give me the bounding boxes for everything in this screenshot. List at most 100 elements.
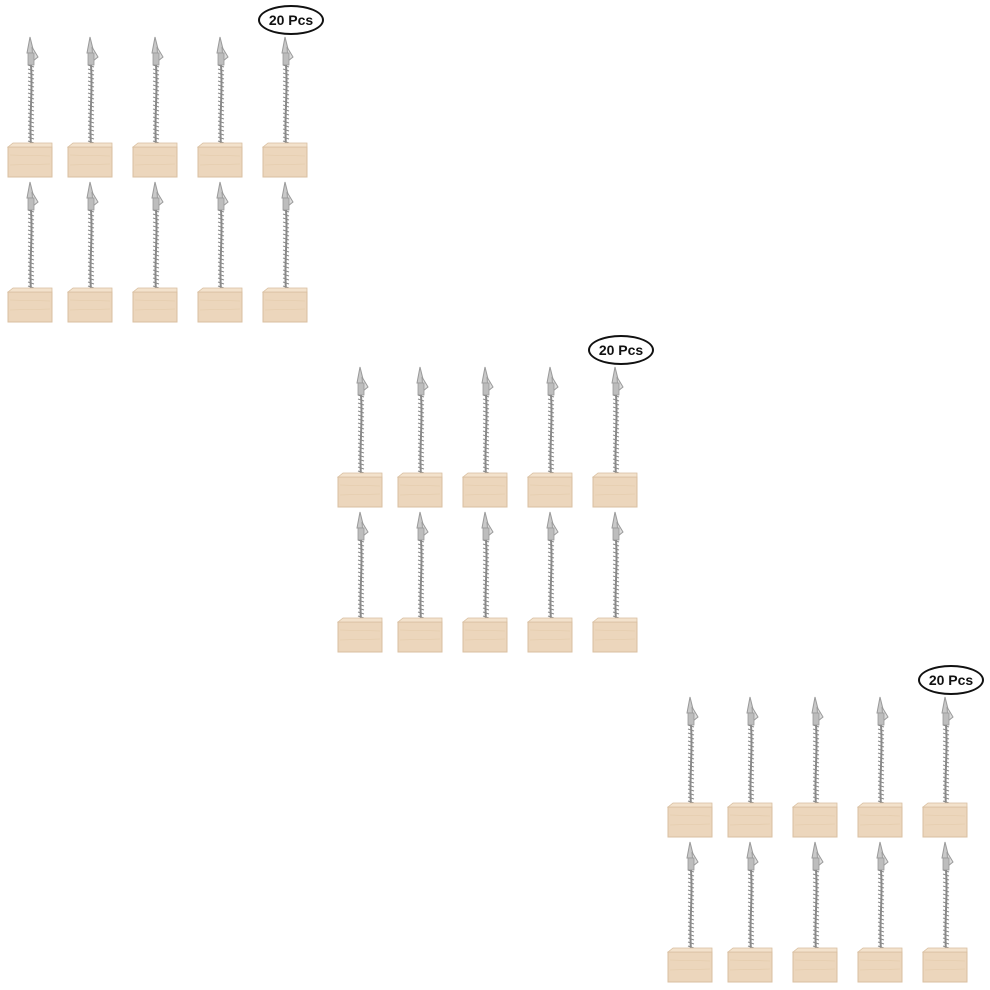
wooden-cube-base bbox=[336, 617, 383, 653]
clip-icon bbox=[481, 366, 494, 396]
wooden-cube-base bbox=[591, 617, 638, 653]
clip-holder-item bbox=[590, 510, 640, 655]
quantity-badge: 20 Pcs bbox=[258, 5, 324, 35]
clip-holder-item bbox=[525, 510, 575, 655]
spiral-wire bbox=[747, 869, 755, 953]
spiral-wire bbox=[152, 64, 160, 148]
spiral-wire bbox=[687, 869, 695, 953]
spiral-wire bbox=[547, 539, 555, 623]
quantity-badge: 20 Pcs bbox=[918, 665, 984, 695]
clip-icon bbox=[811, 696, 824, 726]
clip-icon bbox=[876, 841, 889, 871]
clip-icon bbox=[416, 511, 429, 541]
clip-holder-group: 20 Pcs bbox=[0, 0, 330, 330]
spiral-wire bbox=[357, 394, 365, 478]
spiral-wire bbox=[27, 209, 35, 293]
clip-icon bbox=[481, 511, 494, 541]
spiral-wire bbox=[482, 394, 490, 478]
wooden-cube-base bbox=[6, 287, 53, 323]
wooden-cube-base bbox=[66, 142, 113, 178]
spiral-wire bbox=[877, 869, 885, 953]
clip-holder-item bbox=[665, 840, 715, 985]
clip-holder-item bbox=[65, 180, 115, 325]
wooden-cube-base bbox=[6, 142, 53, 178]
wooden-cube-base bbox=[261, 287, 308, 323]
clip-holder-item bbox=[525, 365, 575, 510]
wooden-cube-base bbox=[726, 947, 773, 983]
wooden-cube-base bbox=[66, 287, 113, 323]
clip-holder-item bbox=[5, 35, 55, 180]
spiral-wire bbox=[812, 724, 820, 808]
spiral-wire bbox=[217, 209, 225, 293]
clip-icon bbox=[611, 511, 624, 541]
wooden-cube-base bbox=[856, 947, 903, 983]
clip-icon bbox=[876, 696, 889, 726]
clip-icon bbox=[281, 181, 294, 211]
clip-holder-item bbox=[920, 840, 970, 985]
clip-icon bbox=[941, 841, 954, 871]
spiral-wire bbox=[417, 539, 425, 623]
wooden-cube-base bbox=[921, 802, 968, 838]
clip-holder-item bbox=[460, 510, 510, 655]
clip-holder-item bbox=[790, 840, 840, 985]
spiral-wire bbox=[87, 209, 95, 293]
spiral-wire bbox=[357, 539, 365, 623]
wooden-cube-base bbox=[591, 472, 638, 508]
clip-holder-item bbox=[195, 35, 245, 180]
clip-icon bbox=[811, 841, 824, 871]
wooden-cube-base bbox=[461, 617, 508, 653]
clip-icon bbox=[686, 841, 699, 871]
spiral-wire bbox=[877, 724, 885, 808]
clip-icon bbox=[686, 696, 699, 726]
spiral-wire bbox=[812, 869, 820, 953]
clip-holder-item bbox=[855, 695, 905, 840]
wooden-cube-base bbox=[196, 287, 243, 323]
clip-holder-item bbox=[460, 365, 510, 510]
spiral-wire bbox=[482, 539, 490, 623]
clip-icon bbox=[746, 696, 759, 726]
clip-holder-group: 20 Pcs bbox=[330, 330, 660, 660]
wooden-cube-base bbox=[526, 617, 573, 653]
spiral-wire bbox=[612, 539, 620, 623]
clip-holder-item bbox=[790, 695, 840, 840]
clip-holder-item bbox=[5, 180, 55, 325]
spiral-wire bbox=[747, 724, 755, 808]
clip-icon bbox=[941, 696, 954, 726]
clip-holder-item bbox=[130, 35, 180, 180]
clip-holder-item bbox=[395, 365, 445, 510]
spiral-wire bbox=[942, 869, 950, 953]
clip-holder-item bbox=[260, 35, 310, 180]
clip-icon bbox=[746, 841, 759, 871]
spiral-wire bbox=[687, 724, 695, 808]
wooden-cube-base bbox=[336, 472, 383, 508]
spiral-wire bbox=[612, 394, 620, 478]
wooden-cube-base bbox=[856, 802, 903, 838]
wooden-cube-base bbox=[131, 287, 178, 323]
clip-icon bbox=[151, 181, 164, 211]
wooden-cube-base bbox=[461, 472, 508, 508]
spiral-wire bbox=[282, 209, 290, 293]
clip-icon bbox=[356, 366, 369, 396]
clip-icon bbox=[216, 181, 229, 211]
clip-icon bbox=[546, 511, 559, 541]
spiral-wire bbox=[87, 64, 95, 148]
spiral-wire bbox=[152, 209, 160, 293]
clip-holder-item bbox=[920, 695, 970, 840]
clip-holder-group: 20 Pcs bbox=[660, 660, 990, 990]
clip-holder-item bbox=[395, 510, 445, 655]
clip-holder-item bbox=[335, 510, 385, 655]
clip-holder-item bbox=[130, 180, 180, 325]
wooden-cube-base bbox=[921, 947, 968, 983]
clip-holder-item bbox=[260, 180, 310, 325]
clip-icon bbox=[281, 36, 294, 66]
clip-holder-item bbox=[65, 35, 115, 180]
clip-holder-item bbox=[590, 365, 640, 510]
quantity-badge: 20 Pcs bbox=[588, 335, 654, 365]
clip-holder-item bbox=[195, 180, 245, 325]
clip-icon bbox=[416, 366, 429, 396]
wooden-cube-base bbox=[666, 802, 713, 838]
wooden-cube-base bbox=[131, 142, 178, 178]
clip-icon bbox=[546, 366, 559, 396]
spiral-wire bbox=[282, 64, 290, 148]
